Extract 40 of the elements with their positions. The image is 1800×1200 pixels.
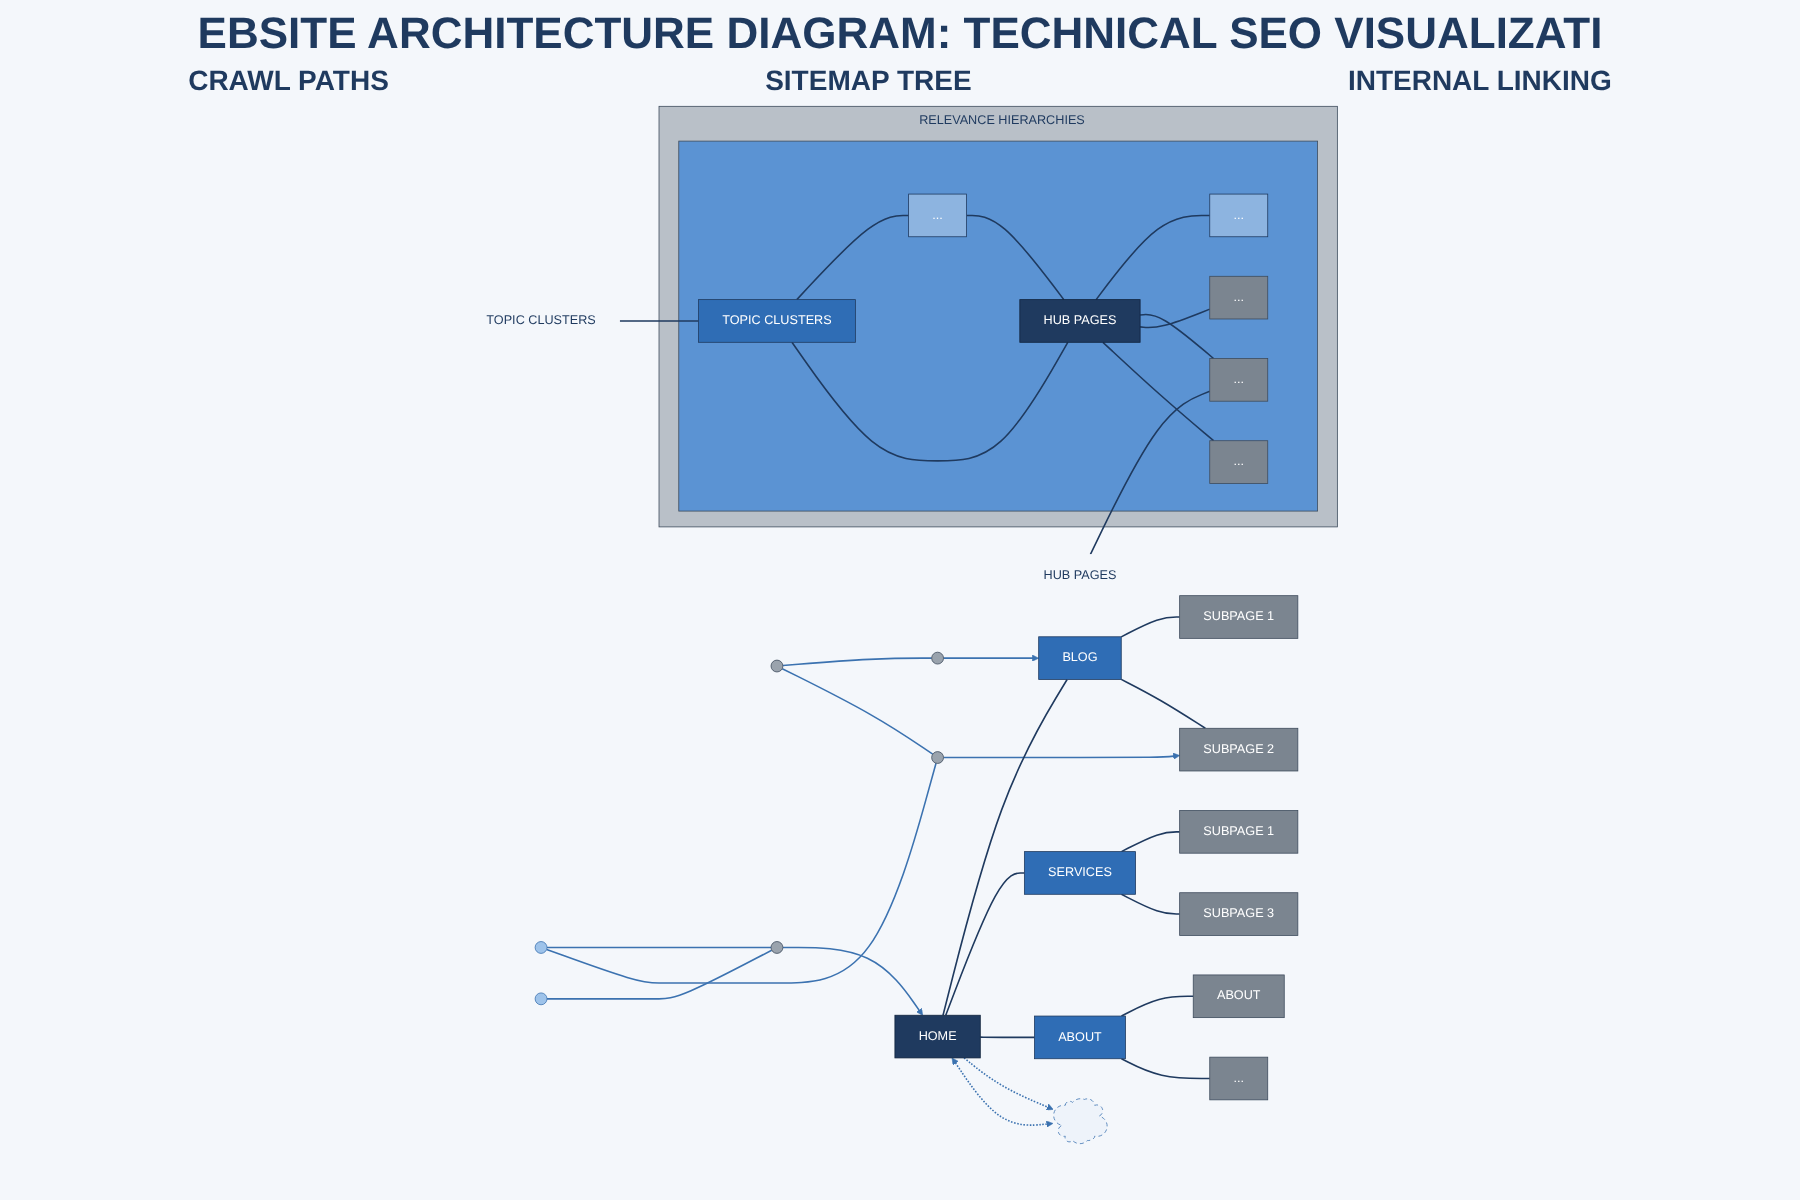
connector <box>796 214 910 301</box>
connector <box>546 946 772 949</box>
connector <box>1095 214 1211 301</box>
node-circle <box>931 751 944 764</box>
arrow <box>782 946 923 1016</box>
connector <box>1089 390 1211 556</box>
diagram-title: EBSITE ARCHITECTURE DIAGRAM: TECHNICAL SEO VISUALIZATI <box>195 8 1605 60</box>
arrow <box>942 752 1180 760</box>
connector <box>618 320 700 322</box>
connector <box>942 678 1068 1016</box>
connector <box>781 667 934 755</box>
connector <box>1120 1057 1211 1080</box>
connector <box>1120 831 1181 853</box>
connector <box>1120 995 1195 1017</box>
connector <box>791 341 1069 462</box>
connector <box>944 872 1026 1016</box>
connector <box>1120 616 1181 638</box>
node-circle <box>770 941 784 954</box>
node-circle <box>931 651 944 665</box>
node-circle <box>534 992 548 1006</box>
connector <box>1120 893 1181 915</box>
cluster <box>678 140 1318 512</box>
connector <box>782 657 933 667</box>
connector <box>979 1036 1036 1039</box>
connector <box>545 762 937 984</box>
arrow <box>942 654 1039 662</box>
connector <box>965 214 1065 301</box>
connector <box>546 949 773 1000</box>
node-circle <box>770 659 784 673</box>
section-heading: INTERNAL LINKING <box>1347 64 1612 96</box>
node-cloud <box>1053 1098 1108 1145</box>
node-circle <box>534 941 548 954</box>
connector <box>1102 341 1215 442</box>
connector <box>1120 678 1207 730</box>
arrow <box>951 1057 1054 1128</box>
connector <box>1139 313 1215 360</box>
section-heading: SITEMAP TREE <box>765 64 972 96</box>
section-heading: CRAWL PATHS <box>188 64 389 96</box>
connector <box>1139 308 1211 329</box>
arrow <box>963 1057 1054 1111</box>
